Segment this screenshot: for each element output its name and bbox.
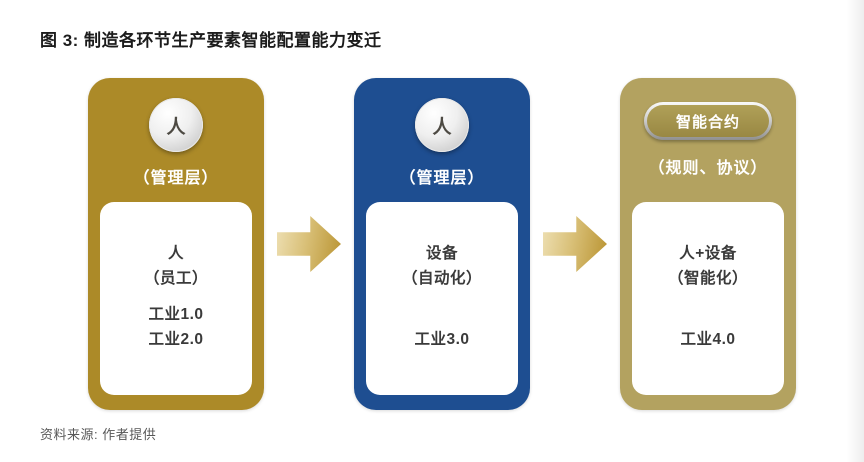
- content-line-1: 人: [167, 245, 184, 262]
- content-line-1: 设备: [425, 245, 458, 262]
- diagram: 人 （管理层） 人 （员工） 工业1.0 工业2.0 人 （管理层）: [88, 78, 796, 410]
- arrow-right-icon: [543, 216, 607, 272]
- card-panel: 人+设备 （智能化） 工业4.0: [632, 202, 784, 395]
- page-edge-shade: [846, 0, 864, 462]
- content-line-2: （智能化）: [667, 269, 748, 287]
- person-badge-label: 人: [432, 116, 452, 138]
- person-badge-label: 人: [166, 116, 186, 138]
- industry-stages: 工业1.0 工业2.0: [148, 303, 203, 353]
- stage-line: 工业3.0: [414, 331, 470, 349]
- stage-line: 工业4.0: [680, 331, 736, 349]
- card-industry-4: 智能合约 （规则、协议） 人+设备 （智能化） 工业4.0: [620, 78, 796, 410]
- content-line-1: 人+设备: [679, 245, 737, 262]
- management-layer-label: （管理层）: [133, 170, 219, 187]
- panel-content: 人 （员工）: [144, 242, 208, 292]
- stage-line: 工业1.0: [148, 306, 204, 324]
- management-layer-label: （管理层）: [399, 170, 485, 187]
- industry-stages: 工业4.0: [680, 328, 735, 353]
- rules-protocol-label: （规则、协议）: [648, 160, 768, 177]
- figure-title: 图 3: 制造各环节生产要素智能配置能力变迁: [40, 31, 382, 50]
- card-panel: 人 （员工） 工业1.0 工业2.0: [100, 202, 252, 395]
- smart-contract-badge: 智能合约: [644, 102, 772, 140]
- content-line-2: （员工）: [143, 269, 208, 287]
- stage-line: 工业2.0: [148, 331, 204, 349]
- industry-stages: 工业3.0: [414, 328, 469, 353]
- arrow-right-icon: [277, 216, 341, 272]
- panel-content: 人+设备 （智能化）: [668, 242, 748, 292]
- card-panel: 设备 （自动化） 工业3.0: [366, 202, 518, 395]
- panel-content: 设备 （自动化）: [402, 242, 482, 292]
- source-note: 资料来源: 作者提供: [40, 427, 157, 442]
- smart-contract-badge-label: 智能合约: [647, 105, 769, 137]
- person-icon: 人: [415, 98, 469, 152]
- card-industry-1-2: 人 （管理层） 人 （员工） 工业1.0 工业2.0: [88, 78, 264, 410]
- person-icon: 人: [149, 98, 203, 152]
- card-industry-3: 人 （管理层） 设备 （自动化） 工业3.0: [354, 78, 530, 410]
- content-line-2: （自动化）: [401, 269, 482, 287]
